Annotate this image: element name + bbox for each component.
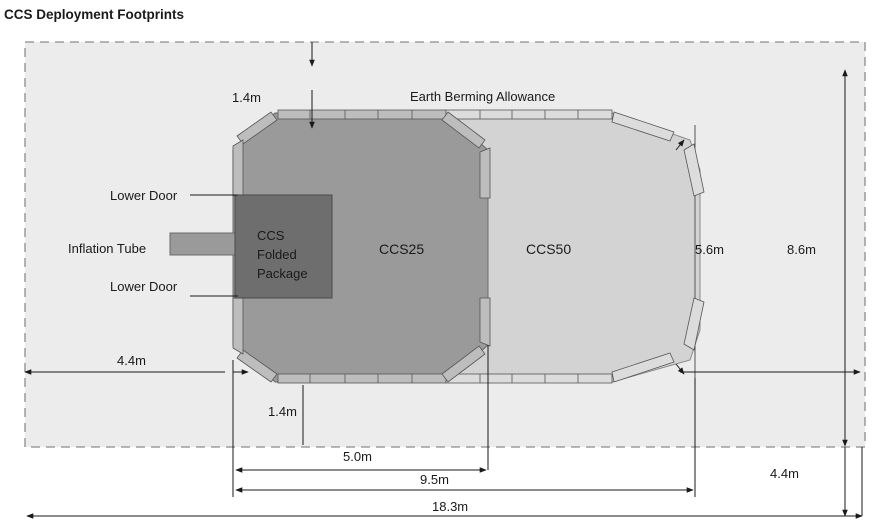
inflation-tube-label: Inflation Tube <box>68 241 146 256</box>
package-label-line3: Package <box>257 266 308 281</box>
berm-top-dimension: 1.4m <box>232 90 261 105</box>
left-allowance-dimension: 4.4m <box>117 353 146 368</box>
ccs25-label: CCS25 <box>379 241 424 257</box>
earth-berming-label: Earth Berming Allowance <box>410 89 555 104</box>
lower-door-bottom-label: Lower Door <box>110 279 178 294</box>
wall-panels <box>232 109 705 384</box>
right-allowance-dimension: 4.4m <box>770 466 799 481</box>
package-label-line1: CCS <box>257 228 285 243</box>
dimension-lines <box>24 42 863 519</box>
page-title: CCS Deployment Footprints <box>4 7 185 22</box>
ccs50-label: CCS50 <box>526 241 571 257</box>
total-length-dimension: 18.3m <box>432 499 468 514</box>
ccs50-length-dimension: 9.5m <box>420 472 449 487</box>
shelter-width-dimension: 5.6m <box>695 242 724 257</box>
package-label-line2: Folded <box>257 247 297 262</box>
total-width-dimension: 8.6m <box>787 242 816 257</box>
lower-door-top-label: Lower Door <box>110 188 178 203</box>
inflation-tube <box>169 232 241 256</box>
ccs25-length-dimension: 5.0m <box>343 449 372 464</box>
folded-package <box>234 194 333 299</box>
berm-bottom-dimension: 1.4m <box>268 404 297 419</box>
